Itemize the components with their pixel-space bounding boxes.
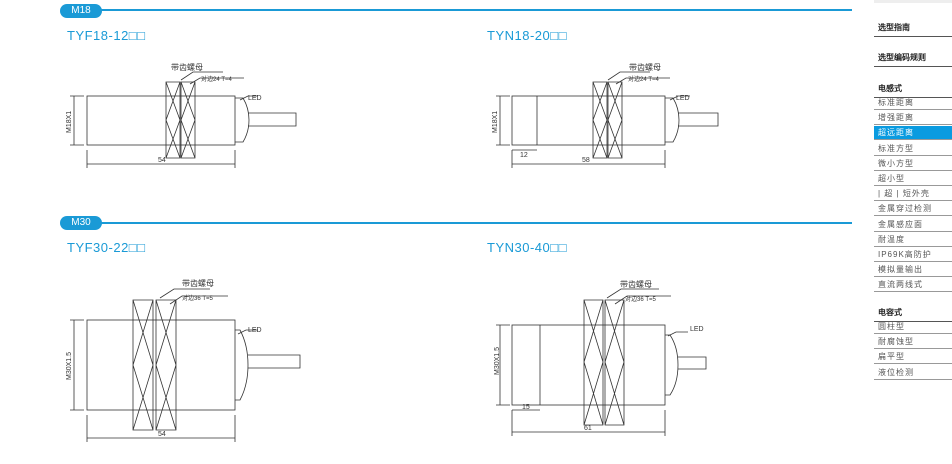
sidebar-item[interactable]: 金属穿过检测 — [874, 202, 952, 217]
sensor-drawing-tyf30: 带齿螺母 对边36 T=5 LED 54 M30X1.5 — [66, 278, 301, 442]
svg-text:61: 61 — [584, 425, 592, 432]
sensor-drawing-tyn18: 带齿螺母 对边24 T=4 LED 12 58 M18X1 — [492, 62, 719, 168]
sidebar-top-bar — [874, 0, 952, 3]
section-divider — [96, 9, 852, 11]
svg-text:M30X1.5: M30X1.5 — [66, 352, 73, 380]
svg-text:54: 54 — [158, 431, 166, 438]
sidebar-item[interactable]: 标准方型 — [874, 142, 952, 156]
sidebar-item[interactable]: 模拟量输出 — [874, 263, 952, 278]
model-title: TYF30-22□□ — [67, 240, 146, 255]
svg-text:对边36 T=5: 对边36 T=5 — [625, 295, 657, 303]
sidebar-item[interactable]: 直流两线式 — [874, 278, 952, 293]
sidebar-item[interactable]: 微小方型 — [874, 157, 952, 171]
model-title: TYF18-12□□ — [67, 28, 146, 43]
sidebar-heading-capacitive: 电容式 — [874, 307, 952, 322]
section-tag-m30: M30 — [60, 216, 102, 230]
svg-text:带齿螺母: 带齿螺母 — [620, 279, 652, 289]
sidebar-link-guide[interactable]: 选型指南 — [874, 22, 952, 37]
svg-text:LED: LED — [248, 95, 262, 102]
sidebar-item[interactable]: 耐腐蚀型 — [874, 335, 952, 350]
svg-text:LED: LED — [248, 327, 262, 334]
sensor-drawing-tyf18: 带齿螺母 对边24 T=4 LED 54 M18X1 — [66, 62, 297, 168]
svg-text:带齿螺母: 带齿螺母 — [629, 62, 661, 72]
sidebar-item[interactable]: | 超 | 短外壳 — [874, 187, 952, 202]
svg-text:对边24 T=4: 对边24 T=4 — [201, 75, 233, 83]
sidebar-heading-inductive: 电感式 — [874, 83, 952, 98]
sensor-drawings: 带齿螺母 对边24 T=4 LED 54 M18X1 带齿螺母 对边24 T=4… — [66, 62, 719, 442]
svg-text:对边24 T=4: 对边24 T=4 — [628, 75, 660, 83]
sidebar-item[interactable]: 圆柱型 — [874, 320, 952, 334]
svg-text:对边36 T=5: 对边36 T=5 — [182, 294, 214, 302]
sidebar-link-code[interactable]: 选型编码规则 — [874, 52, 952, 67]
svg-text:54: 54 — [158, 157, 166, 164]
sidebar-item[interactable]: 液位检测 — [874, 366, 952, 380]
svg-text:58: 58 — [582, 157, 590, 164]
svg-text:15: 15 — [522, 404, 530, 411]
section-tag-m18: M18 — [60, 4, 102, 18]
svg-text:M30X1.5: M30X1.5 — [494, 347, 501, 375]
svg-text:M18X1: M18X1 — [66, 111, 73, 133]
sidebar-item[interactable]: IP69K高防护 — [874, 248, 952, 262]
svg-text:LED: LED — [676, 95, 690, 102]
sensor-drawing-tyn30: 带齿螺母 对边36 T=5 LED 15 61 M30X1.5 — [494, 279, 707, 436]
sidebar-item[interactable]: 超远距离 — [874, 126, 952, 141]
model-title: TYN18-20□□ — [487, 28, 567, 43]
sidebar-item[interactable]: 增强距离 — [874, 111, 952, 126]
svg-text:M18X1: M18X1 — [492, 111, 499, 133]
sidebar-item[interactable]: 扁平型 — [874, 350, 952, 365]
sidebar-item[interactable]: 标准距离 — [874, 96, 952, 110]
svg-text:12: 12 — [520, 152, 528, 159]
model-title: TYN30-40□□ — [487, 240, 567, 255]
svg-text:LED: LED — [690, 326, 704, 333]
section-divider — [96, 222, 852, 224]
sidebar-item[interactable]: 金属感应面 — [874, 218, 952, 232]
svg-text:带齿螺母: 带齿螺母 — [171, 62, 203, 72]
svg-text:带齿螺母: 带齿螺母 — [182, 278, 214, 288]
sidebar-item[interactable]: 超小型 — [874, 172, 952, 186]
sidebar-item[interactable]: 耐温度 — [874, 233, 952, 247]
